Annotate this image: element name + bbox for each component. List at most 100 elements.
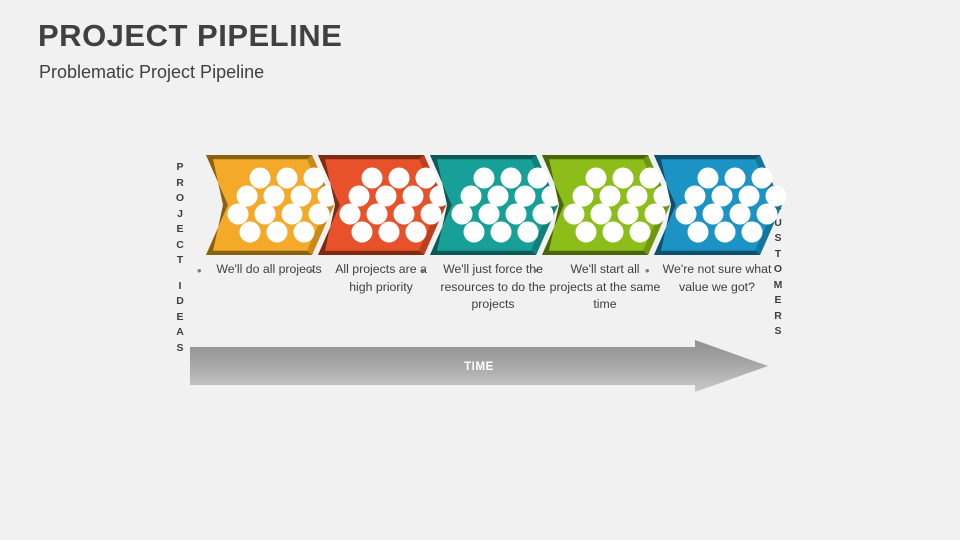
project-token: [366, 203, 388, 225]
project-token: [348, 185, 370, 207]
stage-chevron-1: [206, 155, 338, 255]
right-label-char: S: [774, 232, 782, 244]
project-token: [602, 221, 624, 243]
project-token: [487, 185, 509, 207]
project-token: [644, 203, 666, 225]
project-token: [575, 221, 597, 243]
project-token: [339, 203, 361, 225]
project-token: [351, 221, 373, 243]
project-token: [711, 185, 733, 207]
caption-bullet-1: [197, 268, 203, 274]
project-token: [375, 185, 397, 207]
right-label-char: U: [774, 216, 782, 229]
project-token: [303, 167, 325, 189]
pipeline-stage-3[interactable]: [430, 155, 562, 255]
project-token: [629, 221, 651, 243]
stage-tokens-4: [563, 167, 674, 243]
project-token: [281, 203, 303, 225]
project-token: [460, 185, 482, 207]
page-title: PROJECT PIPELINE: [38, 18, 343, 53]
stage-caption-5: We're not sure what value we got?: [662, 262, 772, 294]
pipeline-stage-1[interactable]: [206, 155, 338, 255]
project-token: [290, 185, 312, 207]
left-label-char: C: [176, 238, 184, 251]
project-token: [473, 167, 495, 189]
project-token: [572, 185, 594, 207]
left-label-char: T: [176, 254, 184, 266]
project-token: [675, 203, 697, 225]
project-token: [266, 221, 288, 243]
project-token: [590, 203, 612, 225]
caption-bullet-3: [421, 268, 427, 274]
project-token: [393, 203, 415, 225]
caption-bullet-5: [645, 268, 651, 274]
project-token: [751, 167, 773, 189]
project-token: [741, 221, 763, 243]
project-token: [415, 167, 437, 189]
right-label-char: M: [773, 278, 783, 291]
project-token: [599, 185, 621, 207]
stage-caption-3: We'll just force the resources to do the…: [440, 262, 546, 311]
left-label-char: R: [176, 176, 184, 189]
page-subtitle: Problematic Project Pipeline: [39, 62, 265, 82]
project-token: [402, 185, 424, 207]
project-token: [239, 221, 261, 243]
project-token: [478, 203, 500, 225]
time-arrow-label: TIME: [464, 361, 494, 373]
project-token: [527, 167, 549, 189]
project-token: [236, 185, 258, 207]
project-token: [626, 185, 648, 207]
left-label-char: J: [177, 207, 183, 220]
right-label-char: O: [773, 263, 783, 275]
stage-tokens-2: [339, 167, 450, 243]
project-token: [724, 167, 746, 189]
project-token: [276, 167, 298, 189]
left-label-char: S: [176, 341, 184, 354]
project-token: [765, 185, 786, 207]
project-token: [729, 203, 751, 225]
project-token: [451, 203, 473, 225]
project-token: [585, 167, 607, 189]
project-token: [463, 221, 485, 243]
pipeline-stage-2[interactable]: [318, 155, 450, 255]
stage-chevron-4: [542, 155, 674, 255]
project-token: [308, 203, 330, 225]
project-token: [514, 185, 536, 207]
left-label-char: I: [178, 279, 182, 292]
project-token: [756, 203, 778, 225]
project-token: [563, 203, 585, 225]
project-token: [532, 203, 554, 225]
right-label-char: S: [774, 325, 782, 337]
project-token: [420, 203, 442, 225]
right-label-char: R: [774, 309, 782, 322]
pipeline-stage-4[interactable]: [542, 155, 674, 255]
left-label-char: E: [176, 310, 184, 323]
project-token: [490, 221, 512, 243]
project-token: [684, 185, 706, 207]
stage-tokens-5: [675, 167, 786, 243]
stage-chevron-5: [654, 155, 786, 255]
project-token: [254, 203, 276, 225]
left-label-char: P: [176, 161, 184, 173]
right-label-char: T: [774, 247, 782, 260]
project-token: [517, 221, 539, 243]
project-token: [293, 221, 315, 243]
project-token: [263, 185, 285, 207]
stage-caption-1: We'll do all projects: [216, 262, 322, 276]
project-token: [639, 167, 661, 189]
pipeline-stage-5[interactable]: [654, 155, 786, 255]
project-token: [227, 203, 249, 225]
stage-tokens-3: [451, 167, 562, 243]
project-token: [505, 203, 527, 225]
caption-bullet-4: [533, 268, 539, 274]
project-token: [249, 167, 271, 189]
project-token: [405, 221, 427, 243]
left-label-char: A: [176, 326, 184, 338]
project-token: [702, 203, 724, 225]
project-token: [500, 167, 522, 189]
stage-chevron-3: [430, 155, 562, 255]
time-arrow: [190, 340, 768, 392]
caption-bullet-2: [309, 268, 315, 274]
